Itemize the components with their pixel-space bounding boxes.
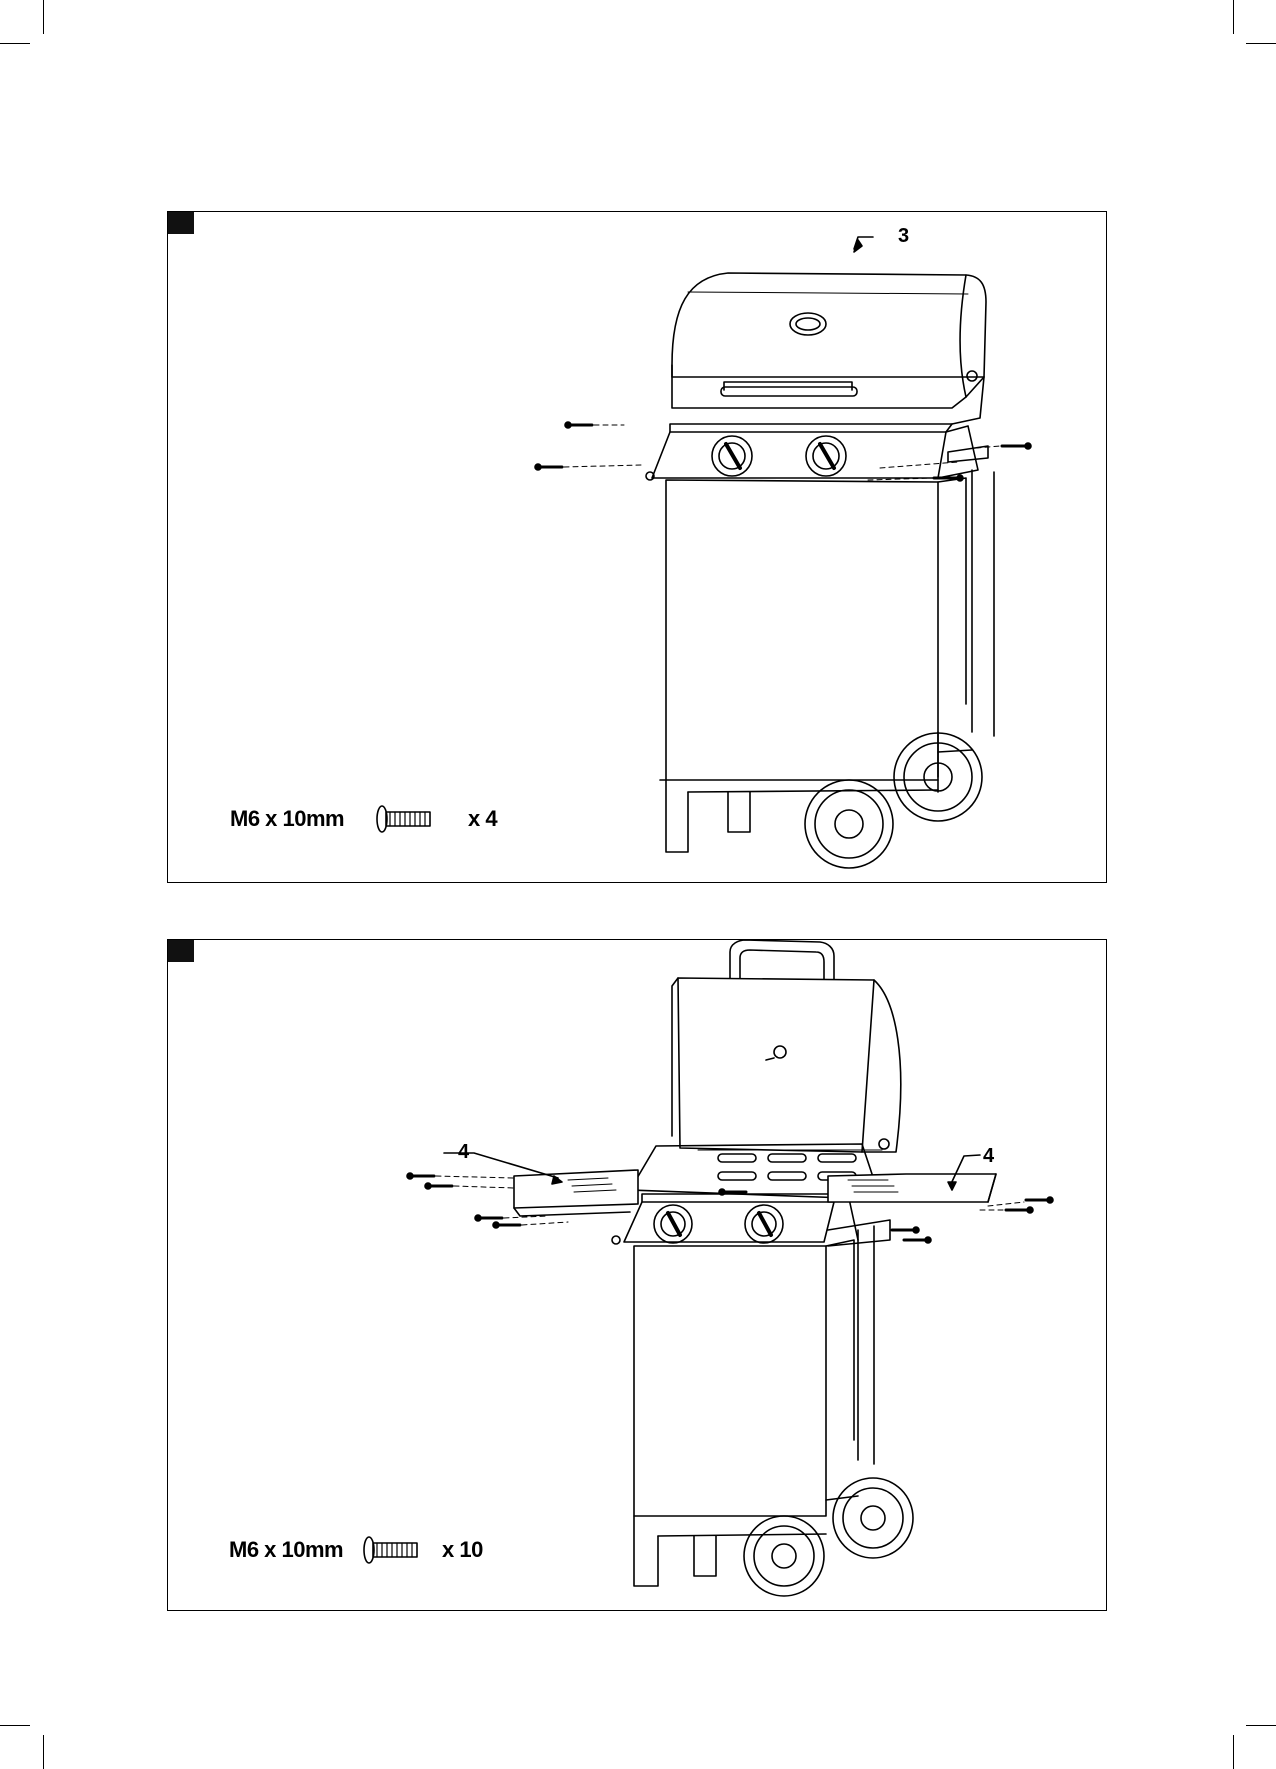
hardware-quantity-label: x 10	[442, 1537, 483, 1563]
crop-mark	[1233, 1735, 1234, 1769]
assembly-step-panel-2: 4 4 M6 x 10mm x 10	[167, 939, 1107, 1611]
bolt-icon	[377, 806, 430, 832]
hardware-spec-label: M6 x 10mm	[230, 806, 344, 832]
hardware-quantity-label: x 4	[468, 806, 497, 832]
hardware-spec-label: M6 x 10mm	[229, 1537, 343, 1563]
part-callout-label: 3	[898, 225, 909, 248]
crop-mark	[43, 1735, 44, 1769]
crop-mark	[1246, 43, 1276, 44]
crop-mark	[1233, 0, 1234, 34]
part-callout-label: 4	[458, 1141, 469, 1164]
crop-mark	[0, 1725, 30, 1726]
part-callout-label: 4	[983, 1145, 994, 1168]
side-shelf-assembly-drawing	[168, 940, 1106, 1610]
crop-mark	[43, 0, 44, 34]
grill-lid-assembly-drawing	[168, 212, 1106, 882]
crop-mark	[0, 43, 30, 44]
bolt-icon	[364, 1537, 417, 1563]
assembly-step-panel-1: 3 M6 x 10mm x 4	[167, 211, 1107, 883]
crop-mark	[1246, 1725, 1276, 1726]
